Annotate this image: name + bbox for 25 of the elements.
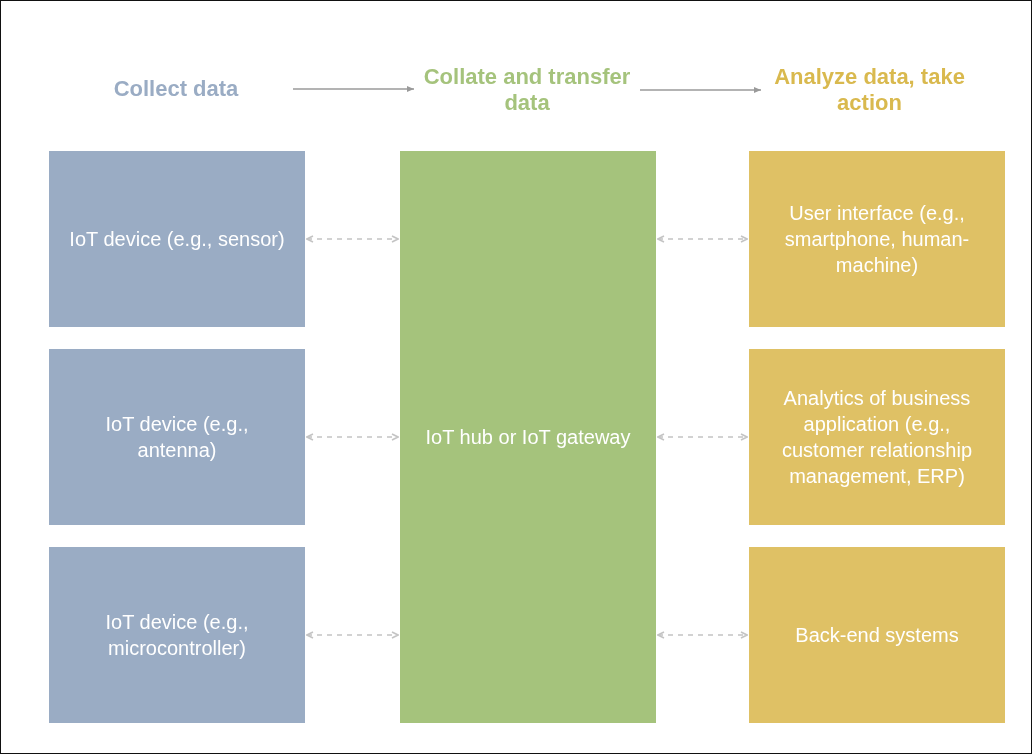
hub-box — [400, 151, 656, 723]
arrow — [292, 86, 415, 92]
dashed-arrow — [306, 631, 399, 639]
stage-heading: Collate and transfer data — [422, 63, 632, 117]
device-box — [49, 349, 305, 525]
stage-heading: Analyze data, take action — [773, 63, 966, 117]
arrow — [639, 87, 762, 93]
device-box — [49, 151, 305, 327]
dashed-arrow — [657, 631, 748, 639]
device-box — [749, 349, 1005, 525]
box-label: IoT device (e.g., microcontroller) — [104, 610, 250, 661]
device-box — [749, 151, 1005, 327]
device-box — [749, 547, 1005, 723]
box-label: User interface (e.g., smartphone, human-machine) — [783, 201, 971, 278]
device-box — [49, 547, 305, 723]
box-label: IoT hub or IoT gateway — [425, 425, 631, 450]
dashed-arrow — [306, 433, 399, 441]
dashed-arrow — [657, 235, 748, 243]
box-label: Back-end systems — [795, 623, 959, 648]
box-label: IoT device (e.g., antenna) — [104, 412, 250, 463]
box-label: IoT device (e.g., sensor) — [69, 227, 285, 252]
dashed-arrow — [306, 235, 399, 243]
dashed-arrow — [657, 433, 748, 441]
box-label: Analytics of business application (e.g., customer relationship management, ERP) — [780, 386, 974, 489]
stage-heading: Collect data — [113, 75, 239, 103]
